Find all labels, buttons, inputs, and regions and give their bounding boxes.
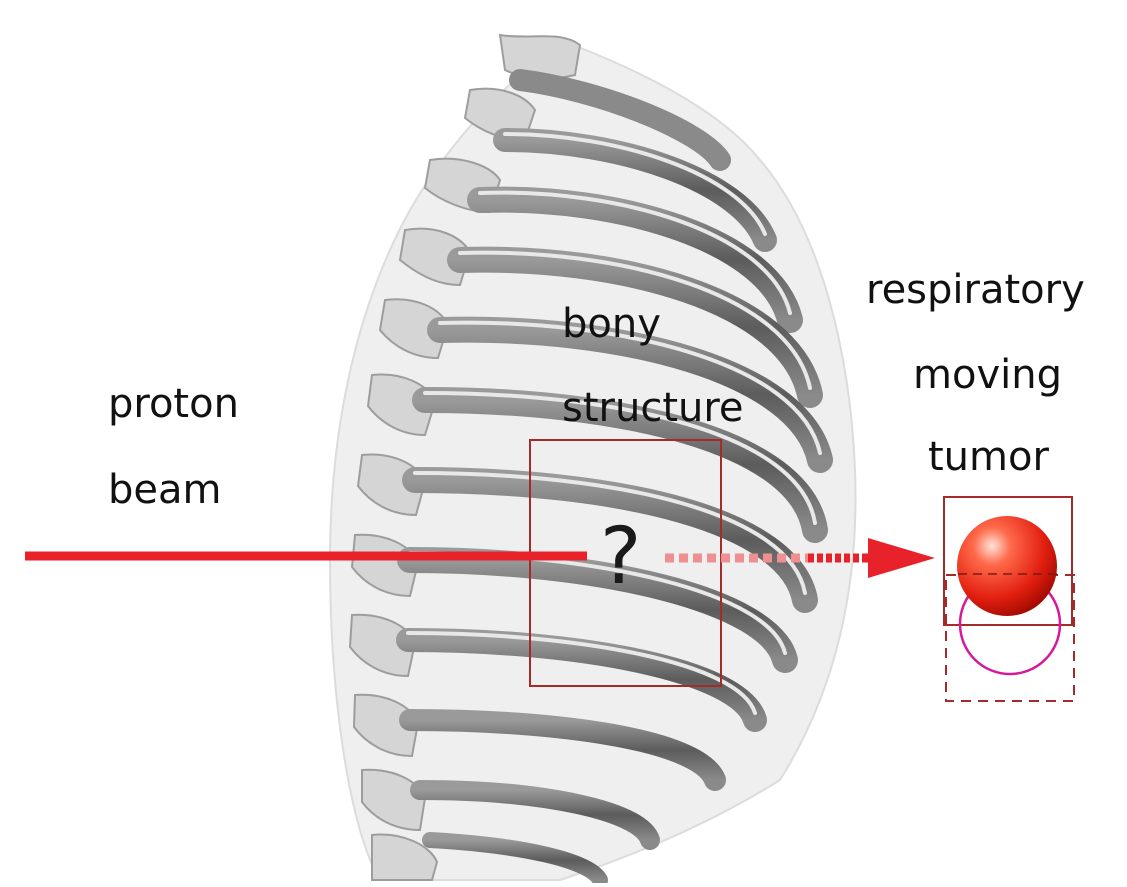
bony-structure-label-line2: structure xyxy=(562,388,744,428)
tumor-sphere xyxy=(957,516,1057,616)
tumor-group xyxy=(944,497,1074,701)
bony-structure-label-line1: bony xyxy=(562,304,661,344)
tumor-label-line3: tumor xyxy=(928,437,1049,477)
proton-beam-label-line1: proton xyxy=(108,384,239,424)
unknown-question-mark: ? xyxy=(600,518,641,596)
beam-arrowhead xyxy=(868,538,935,578)
rib-cage-illustration xyxy=(330,35,856,880)
tumor-label-line2: moving xyxy=(913,355,1062,395)
tumor-label-line1: respiratory xyxy=(866,270,1085,310)
proton-beam-label-line2: beam xyxy=(108,470,221,510)
